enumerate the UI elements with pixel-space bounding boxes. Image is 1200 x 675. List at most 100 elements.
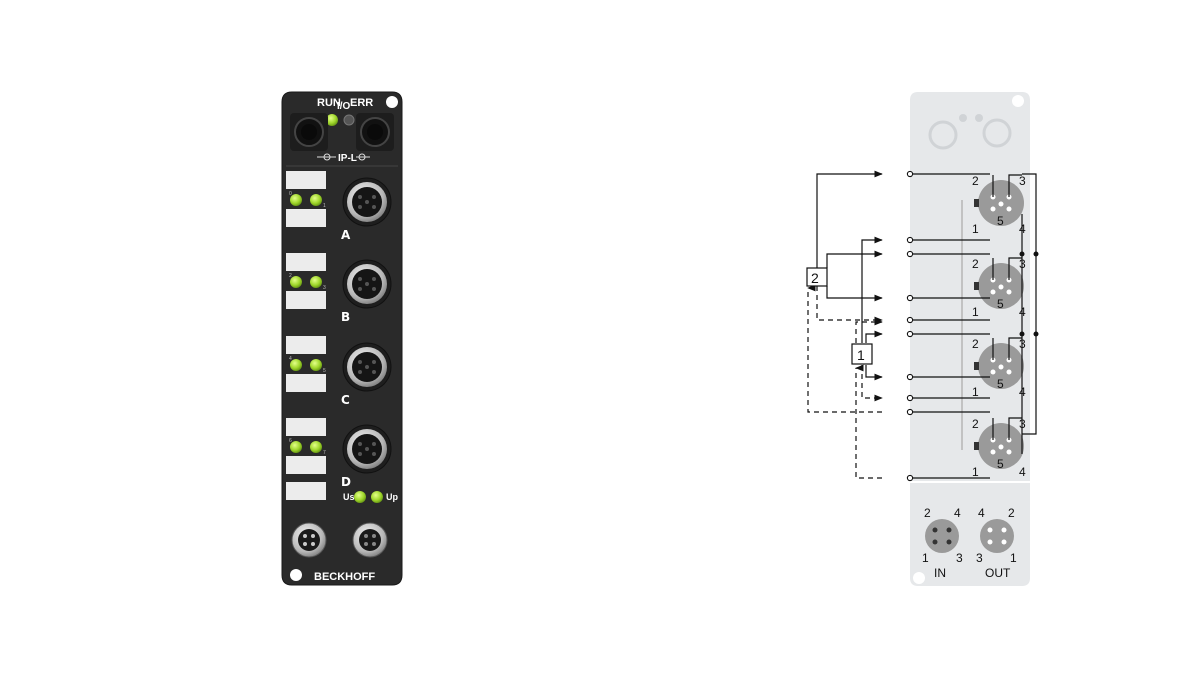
terminal bbox=[906, 316, 990, 324]
status-io-label: I/O bbox=[337, 101, 351, 112]
supply-led-us bbox=[354, 491, 366, 503]
channel-number-right: 7 bbox=[323, 450, 326, 456]
pin-label: 5 bbox=[997, 297, 1004, 311]
pin-label: 1 bbox=[972, 385, 979, 399]
pin-label: 4 bbox=[1019, 465, 1026, 479]
supply-up-label: Up bbox=[386, 492, 398, 502]
terminal bbox=[906, 236, 990, 244]
m12-socket-b bbox=[342, 259, 392, 309]
pin-label: 2 bbox=[972, 337, 979, 351]
out-pin-4: 4 bbox=[978, 506, 985, 520]
supply-us-label: Us bbox=[343, 492, 355, 502]
pin-label: 2 bbox=[972, 417, 979, 431]
pin-label: 2 bbox=[972, 257, 979, 271]
pin-label: 1 bbox=[972, 222, 979, 236]
channel-led-right bbox=[310, 276, 322, 288]
junction-dot bbox=[1019, 251, 1025, 257]
label-plate bbox=[286, 336, 326, 354]
channel-number-right: 3 bbox=[323, 285, 326, 291]
schematic-hole-bottom bbox=[913, 572, 925, 584]
port-label-c: C bbox=[341, 393, 350, 407]
terminal bbox=[906, 330, 990, 338]
wire-1-to-A4 bbox=[861, 236, 883, 343]
in-pin-2: 2 bbox=[924, 506, 931, 520]
channel-led-right bbox=[310, 194, 322, 206]
label-plate bbox=[286, 209, 326, 227]
channel-led-left bbox=[290, 276, 302, 288]
channel-led-right bbox=[310, 359, 322, 371]
junction-dot bbox=[1019, 331, 1025, 337]
channel-group-d: 67D bbox=[286, 418, 392, 489]
pin-label: 2 bbox=[972, 174, 979, 188]
out-label: OUT bbox=[985, 566, 1011, 580]
terminal bbox=[906, 408, 990, 416]
schematic-power-out: 4 2 3 1 OUT bbox=[976, 506, 1017, 580]
label-plate bbox=[286, 374, 326, 392]
pin-label: 5 bbox=[997, 377, 1004, 391]
wire-2-to-B2 bbox=[826, 250, 883, 268]
bus-port-right bbox=[356, 113, 394, 151]
status-led-run bbox=[326, 114, 338, 126]
wire-2-to-B4 bbox=[826, 286, 883, 302]
terminal bbox=[906, 250, 990, 258]
status-run-label: RUN bbox=[317, 97, 341, 109]
m12-socket-a bbox=[342, 177, 392, 227]
power-in-connector bbox=[291, 522, 327, 558]
m12-socket-c bbox=[342, 342, 392, 392]
label-plate bbox=[286, 456, 326, 474]
junction-dot bbox=[1033, 251, 1039, 257]
terminal bbox=[906, 170, 990, 178]
out-pin-1: 1 bbox=[1010, 551, 1017, 565]
bus-port-left bbox=[290, 113, 328, 151]
power-out-connector bbox=[352, 522, 388, 558]
channel-number-right: 1 bbox=[323, 203, 326, 209]
brand-logo: BECKHOFF bbox=[314, 571, 375, 583]
mounting-hole-bottom bbox=[290, 569, 302, 581]
label-plate bbox=[286, 418, 326, 436]
function-block-2: 2 bbox=[806, 267, 828, 287]
terminal bbox=[906, 373, 990, 381]
wire-2-to-A2 bbox=[816, 170, 883, 268]
supply-led-up bbox=[371, 491, 383, 503]
label-plate bbox=[286, 291, 326, 309]
pin-label: 1 bbox=[972, 305, 979, 319]
pin-label: 3 bbox=[1019, 174, 1026, 188]
status-led-err bbox=[343, 114, 355, 126]
dashed-D4-to-1 bbox=[855, 364, 882, 479]
terminal bbox=[906, 474, 990, 482]
channel-led-left bbox=[290, 359, 302, 371]
status-err-label: ERR bbox=[350, 97, 373, 109]
in-pin-1: 1 bbox=[922, 551, 929, 565]
label-plate bbox=[286, 171, 326, 189]
channel-group-c: 45C bbox=[286, 336, 392, 407]
dashed-1-to-C4 bbox=[861, 365, 883, 402]
ip-link-label: IP-L bbox=[338, 153, 357, 164]
in-pin-3: 3 bbox=[956, 551, 963, 565]
in-label: IN bbox=[934, 566, 946, 580]
dashed-2-to-B4 bbox=[816, 286, 883, 324]
label-plate bbox=[286, 253, 326, 271]
wire-1-to-C2 bbox=[865, 330, 883, 343]
pin-label: 5 bbox=[997, 457, 1004, 471]
port-label-b: B bbox=[341, 310, 350, 324]
block-1-label: 1 bbox=[857, 347, 865, 363]
dashed-D-to-2 bbox=[807, 284, 882, 413]
junction-dot bbox=[1033, 331, 1039, 337]
channel-number-left: 0 bbox=[289, 191, 292, 197]
channel-led-left bbox=[290, 194, 302, 206]
port-label-d: D bbox=[341, 475, 351, 489]
dashed-1-to-C2 bbox=[855, 318, 883, 343]
mounting-hole-top bbox=[386, 96, 398, 108]
out-pin-3: 3 bbox=[976, 551, 983, 565]
channel-number-right: 5 bbox=[323, 368, 326, 374]
block-2-label: 2 bbox=[811, 270, 819, 286]
bus-pin3 bbox=[1022, 173, 1037, 435]
wire-1-to-C4 bbox=[865, 365, 883, 381]
in-pin-4: 4 bbox=[954, 506, 961, 520]
terminal bbox=[906, 394, 990, 402]
channel-led-left bbox=[290, 441, 302, 453]
